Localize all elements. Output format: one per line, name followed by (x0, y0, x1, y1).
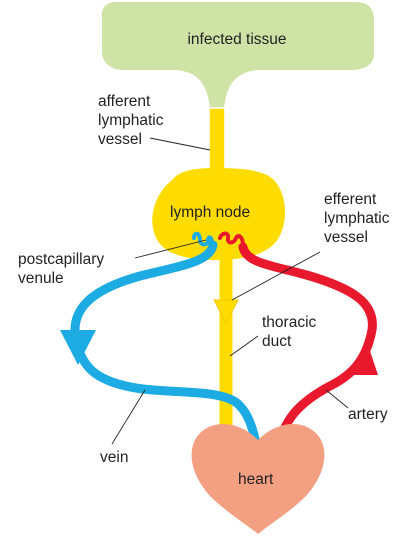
thoracic-duct-arrow (214, 300, 238, 323)
efferent-label-line-3: vessel (324, 228, 389, 247)
artery-label: artery (348, 405, 388, 424)
vein-arrowhead (60, 330, 96, 365)
afferent-label-line-2: lymphatic (98, 111, 163, 130)
afferent-vessel-label: afferent lymphatic vessel (98, 92, 163, 149)
vein-leader-line (112, 390, 145, 444)
thoracic-label-line-2: duct (262, 332, 316, 351)
afferent-label-line-1: afferent (98, 92, 163, 111)
thoracic-leader-line (230, 336, 258, 356)
efferent-label-line-2: lymphatic (324, 209, 389, 228)
postcapillary-label-line-1: postcapillary (18, 250, 104, 269)
postcapillary-label-line-2: venule (18, 269, 104, 288)
efferent-vessel-label: efferent lymphatic vessel (324, 190, 389, 247)
lymph-node-label: lymph node (170, 203, 250, 222)
afferent-label-line-3: vessel (98, 130, 163, 149)
efferent-label-line-1: efferent (324, 190, 389, 209)
artery-leader-line (326, 390, 348, 408)
infected-tissue-label: infected tissue (152, 30, 322, 49)
thoracic-duct-label: thoracic duct (262, 313, 316, 351)
thoracic-label-line-1: thoracic (262, 313, 316, 332)
vein-label: vein (100, 448, 128, 467)
heart-label: heart (238, 470, 273, 489)
postcapillary-venule-label: postcapillary venule (18, 250, 104, 288)
